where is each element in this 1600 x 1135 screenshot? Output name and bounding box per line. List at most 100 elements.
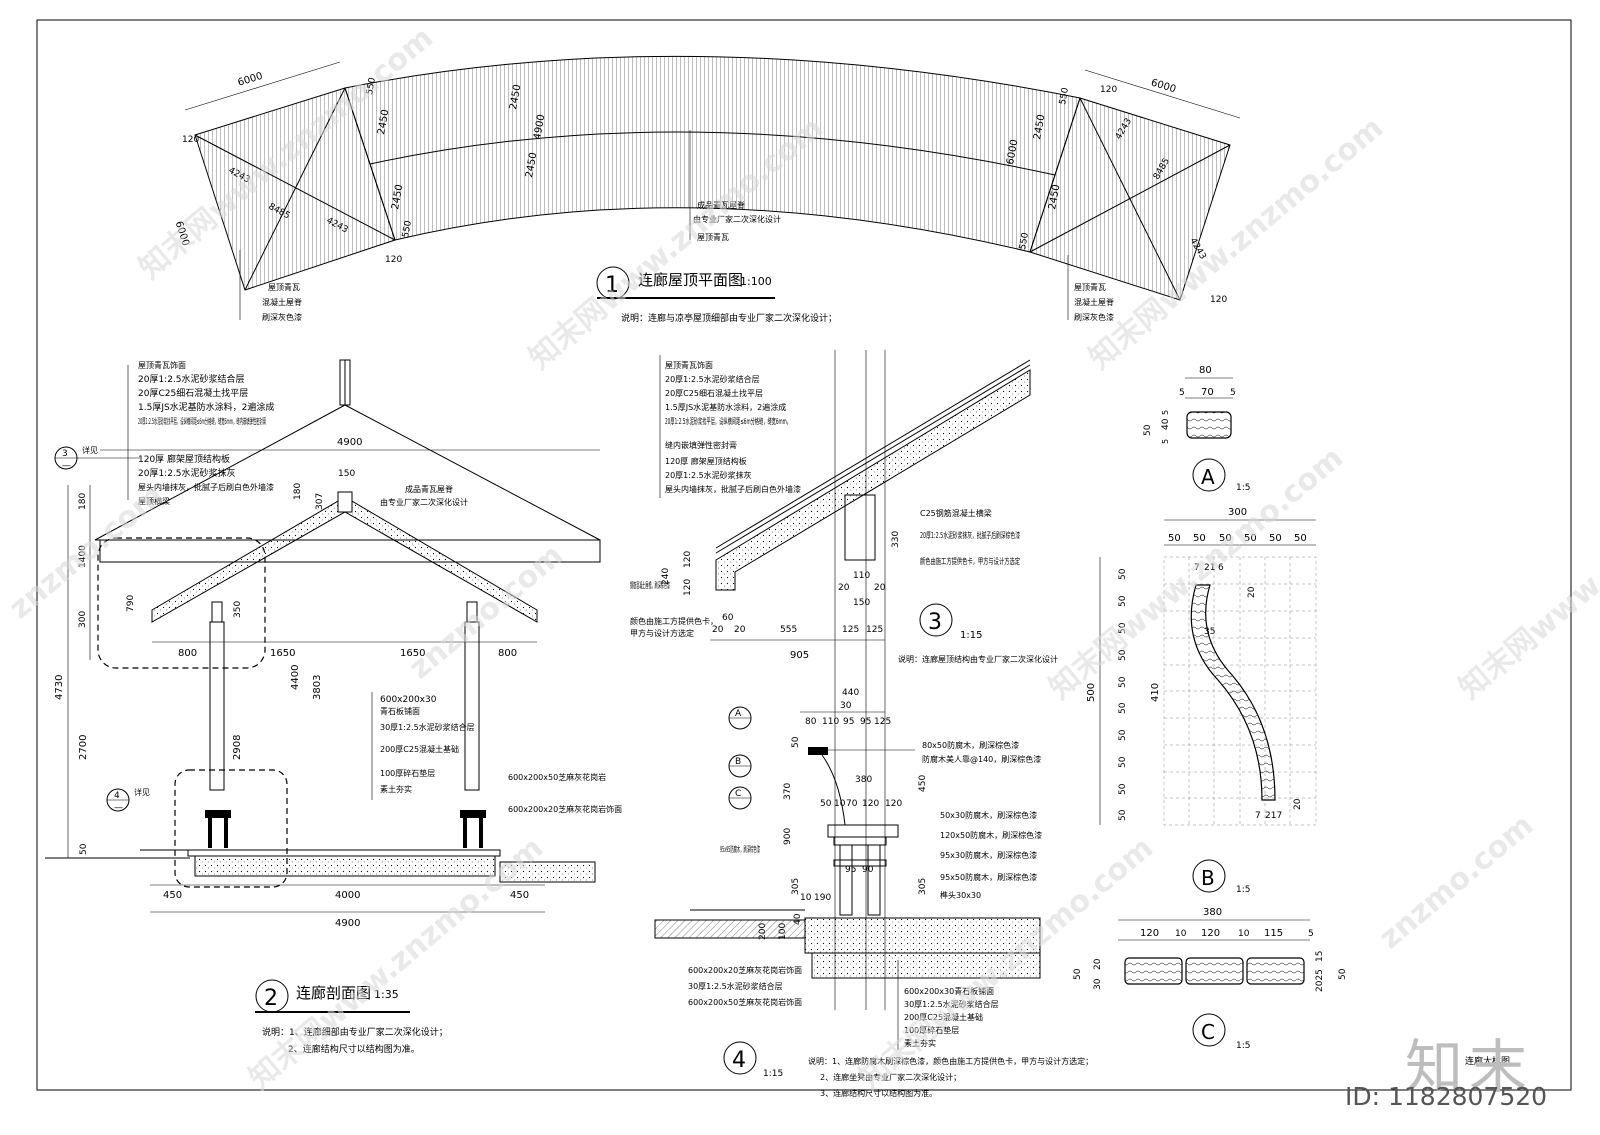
partC-dim-115: 115 [1264,928,1283,939]
partB-side-50-8: 50 [1118,756,1128,768]
d3-right-1: 20厚1:2.5水泥砂浆抹灰，批腻子后刷深棕色漆 [920,530,1020,540]
sec-layer-3: 1.5厚JS水泥基防水涂料，2遍涂成 [138,401,274,413]
sec-dim-300: 300 [78,611,88,628]
partB-side-50-9: 50 [1118,783,1128,795]
d4-right-3: 120x50防腐木，刷深棕色漆 [940,830,1042,840]
d3-dim-120-b: 120 [683,579,693,596]
partC-dim-15: 15 [1315,951,1325,962]
partB-side-50-7: 50 [1118,729,1128,741]
watermark-7: 知末网www.znzmo.com [1453,440,1600,706]
partB-dim-7: 7 [1194,563,1200,573]
partA-dim-70: 70 [1201,387,1214,398]
dim-120-d: 120 [1210,295,1227,305]
d4-dim-95-b: 95 [860,717,871,727]
plan-title: 连廊屋顶平面图 [638,271,743,289]
d4-right-0: 80x50防腐木，刷深棕色漆 [922,740,1019,750]
partB-top-50-5: 50 [1269,533,1282,544]
section-scale: 1:35 [374,988,399,1001]
partC-tag: C [1201,1020,1215,1044]
partB-dim-217: 217 [1265,811,1282,821]
d3-dim-20-c: 20 [838,583,850,593]
d3-dim-905: 905 [790,650,809,661]
d4-dim-120-b: 120 [885,799,902,809]
ref4-number: 4 [114,791,120,801]
d3-dim-20-b: 20 [734,625,746,635]
sec-layer-5: 120厚 廊架屋顶结构板 [138,453,230,465]
dim-2450-e: 2450 [1032,114,1047,141]
detail3-roof-slab [715,369,1031,591]
partB-dim-20-t: 20 [1247,586,1257,598]
sec-dim-1650-r: 1650 [400,648,425,659]
d4-dim-100: 100 [778,923,788,940]
plan-label-vendor: 由专业厂家二次深化设计 [693,214,781,224]
d4-note-0: 说明：1、连廊防腐木刷深棕色漆，颜色由施工方提供色卡，甲方与设计方选定； [808,1056,1093,1066]
partB-dim-20-b: 20 [1293,798,1303,810]
corridor-section: 3 — 详见 4 — 详见 屋顶青瓦饰面 20厚1:2.5水泥砂浆结合层 20厚… [45,359,622,1055]
d4-dim-10: 10 [834,799,846,809]
plan-left-ridge: 屋顶青瓦 [268,282,300,292]
partC-dim-50-r: 50 [1338,968,1348,980]
d3-dim-150: 150 [853,598,870,608]
d4-dim-305-l: 305 [791,878,801,895]
sec-floor-2: 30厚1:2.5水泥砂浆结合层 [380,722,475,732]
dim-2450-c: 2450 [376,109,391,136]
partB-top-50-6: 50 [1294,533,1307,544]
partC-dim-10-b: 10 [1238,929,1250,939]
sec-dim-307: 307 [315,493,325,510]
partB-top-50-3: 50 [1219,533,1232,544]
sec-floor-1: 青石板铺面 [380,706,420,716]
ref4-dash: — [114,803,123,813]
d4-bl-0: 600x200x20芝麻灰花岗岩饰面 [688,965,802,975]
detail-4-bench: A B C 440 30 80 110 95 95 125 380 50 370… [654,688,1093,1098]
d3-dim-125-b: 125 [866,625,883,635]
partB-scale: 1:5 [1236,885,1250,895]
d4-dim-450: 450 [918,775,928,792]
d4-rail-top [808,747,828,755]
sec-layer-6: 20厚1:2.5水泥砂浆抹灰 [138,467,236,479]
d4-dim-50-b: 50 [820,799,832,809]
part-c: 380 120 10 120 10 115 5 50 30 20 2025 15… [1073,907,1510,1067]
d4-br-1: 30厚1:2.5水泥砂浆结合层 [904,999,999,1009]
d4-dim-440: 440 [842,688,859,698]
sec-dim-790: 790 [126,595,136,612]
dim-6000-side-right: 6000 [1005,139,1020,166]
d4-dim-95-a: 95 [843,717,854,727]
d3-right-0: C25钢筋混凝土横梁 [920,508,992,518]
d4-dim-95-c: 95 [845,865,856,875]
d3-right-2: 颜色由施工方提供色卡，甲方与设计方选定 [920,556,1020,566]
corridor-roof [344,55,1081,253]
d4-dim-110: 110 [822,717,839,727]
plan-scale: 1:100 [740,275,772,288]
sec-layer-4: 20厚1:2.5水泥砂浆找平层，设纵横间距≤6m分格缝，缝宽6mm，缝内嵌填弹性… [138,416,266,426]
ref3-number: 3 [62,449,68,459]
d4-dim-900: 900 [783,828,793,845]
section-number: 2 [264,986,278,1011]
partB-side-50-10: 50 [1118,809,1128,821]
d4-dim-80: 80 [805,717,817,727]
sec-dim-450-l: 450 [163,890,182,901]
plan-label-rooftile: 屋顶青瓦 [697,232,729,242]
sec-ridge-note-1: 成品青瓦屋脊 [405,484,453,494]
d4-br-4: 素土夯实 [904,1038,936,1048]
d4-tag-a: A [735,709,742,719]
partC-dim-5: 5 [1308,929,1314,939]
d3-left-2: 甲方与设计方选定 [630,628,694,638]
d4-tag-b: B [735,757,741,767]
partB-side-50-1: 50 [1118,568,1128,580]
partC-dim-380: 380 [1203,907,1222,918]
plan-label-tile: 成品青瓦屋脊 [697,200,745,210]
sec-dim-180: 180 [293,483,303,500]
callout-4-box [174,769,288,888]
plan-right-paint: 刷深灰色漆 [1074,312,1114,322]
sec-dim-2700: 2700 [78,735,89,760]
partB-top-50-1: 50 [1168,533,1181,544]
d4-right-4: 95x30防腐木，刷深棕色漆 [940,850,1037,860]
d3-dim-20-d: 20 [874,583,886,593]
d3-layer-6: 120厚 廊架屋顶结构板 [665,456,747,466]
partC-scale: 1:5 [1236,1041,1250,1051]
d3-layer-2: 20厚C25细石混凝土找平层 [665,388,763,398]
ref3-text: 详见 [82,445,98,455]
partB-side-50-6: 50 [1118,702,1128,714]
d3-dim-330: 330 [891,531,901,548]
d4-right-2: 50x30防腐木，刷深棕色漆 [940,810,1037,820]
